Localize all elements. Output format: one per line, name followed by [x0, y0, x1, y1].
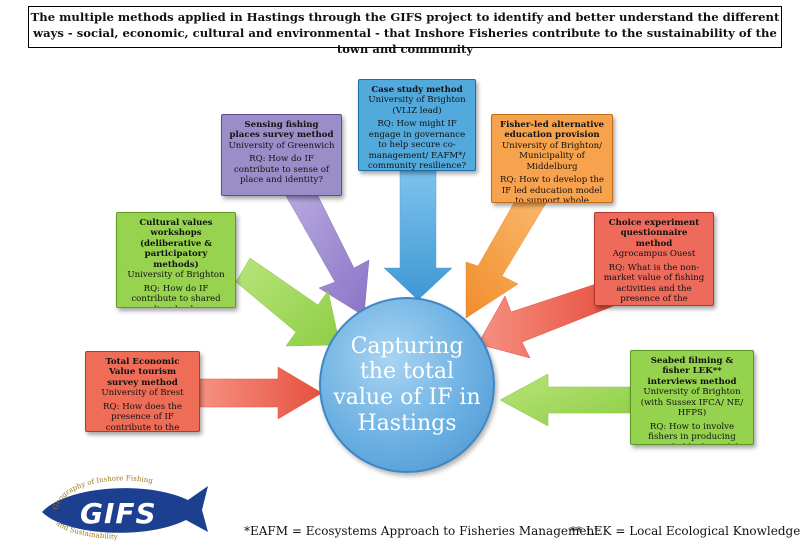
fisher-led-heading: Fisher-led alternative education provisi…	[499, 120, 605, 141]
case-study-institution: University of Brighton	[368, 95, 466, 106]
choice-institution: Agrocampus Ouest	[612, 249, 696, 260]
fisher-led-question: RQ: How to develop the IF led education …	[499, 175, 604, 203]
footnote-eafm: *EAFM = Ecosystems Approach to Fisheries…	[244, 524, 600, 538]
cultural-question: RQ: How do IF contribute to shared cultu…	[131, 283, 221, 307]
case-study-question: RQ: How might IF engage in governance to…	[367, 119, 467, 171]
sensing-box: Sensing fishing places survey method Uni…	[221, 114, 342, 196]
diagram-title: The multiple methods applied in Hastings…	[28, 6, 782, 56]
case-study-heading: Case study method	[371, 85, 463, 95]
tev-heading: Total Economic Value tourism survey meth…	[105, 357, 180, 388]
sensing-question: RQ: How do IF contribute to sense of pla…	[233, 154, 330, 186]
cultural-box: Cultural values workshops (deliberative …	[116, 212, 236, 308]
fisher-led-institution: University of Brighton/ Municipality of …	[501, 140, 603, 172]
choice-box: Choice experiment questionnaire method A…	[594, 212, 714, 306]
logo-text: GIFS	[80, 497, 157, 530]
fisher-led-box: Fisher-led alternative education provisi…	[491, 114, 613, 203]
seabed-box: Seabed filming & fisher LEK** interviews…	[630, 350, 754, 445]
case-study-box: Case study method University of Brighton…	[358, 79, 476, 171]
arrow-seabed	[499, 373, 631, 427]
gifs-logo: Geography of Inshore Fishing and Sustain…	[42, 474, 208, 541]
choice-heading: Choice experiment questionnaire method	[608, 218, 700, 249]
center-text: Capturing the total value of IF in Hasti…	[333, 333, 481, 436]
case-study-lead: (VLIZ lead)	[392, 105, 442, 116]
fish-icon	[42, 486, 208, 533]
tev-box: Total Economic Value tourism survey meth…	[85, 351, 200, 432]
tev-question: RQ: How does the presence of IF contribu…	[103, 401, 182, 432]
seabed-heading: Seabed filming & fisher LEK** interviews…	[647, 356, 737, 387]
sensing-institution: University of Greenwich	[228, 140, 335, 151]
arrow-choice	[477, 281, 617, 359]
choice-question: RQ: What is the non-market value of fish…	[603, 262, 705, 305]
arrow-fisher-led	[465, 202, 547, 319]
cultural-heading: Cultural values workshops (deliberative …	[139, 218, 213, 270]
seabed-institution: University of Brighton (with Sussex IFCA…	[640, 387, 744, 419]
arrow-tev	[199, 366, 323, 420]
arrow-cultural	[235, 257, 341, 347]
sensing-heading: Sensing fishing places survey method	[229, 120, 334, 141]
seabed-question: RQ: How to involve fishers in producing …	[638, 421, 746, 444]
cultural-institution: University of Brighton	[127, 270, 225, 281]
tev-institution: University of Brest	[101, 388, 184, 399]
footnote-lek: ** LEK = Local Ecological Knowledge	[570, 524, 801, 538]
arrow-case-study	[383, 170, 453, 301]
center-circle: Capturing the total value of IF in Hasti…	[319, 297, 495, 473]
